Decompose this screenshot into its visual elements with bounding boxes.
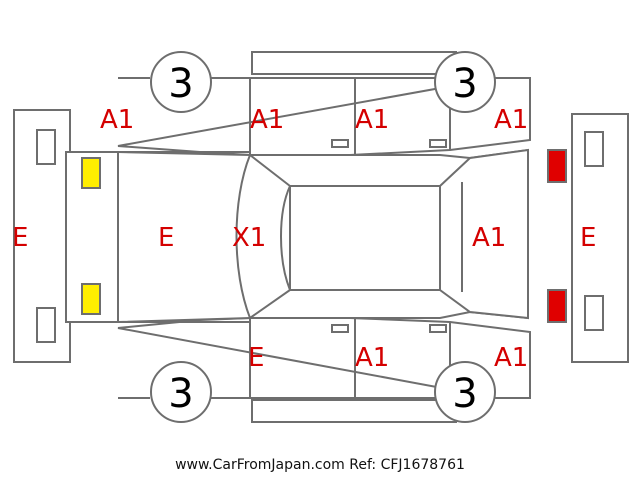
front-light-markers [81, 157, 101, 315]
front-left-light-marker [81, 157, 101, 189]
code-rear-left-door: A1 [355, 105, 389, 135]
front-right-light-marker [81, 283, 101, 315]
wheel-rear-left: 3 [434, 51, 496, 113]
code-rear-right-fender: A1 [494, 343, 528, 373]
wheel-rear-right: 3 [434, 361, 496, 423]
code-rear-right-door: A1 [355, 343, 389, 373]
wheel-front-right: 3 [150, 361, 212, 423]
rear-bumper [571, 113, 629, 363]
front-bumper [13, 109, 71, 363]
code-trunk: A1 [472, 223, 506, 253]
rear-right-light-marker [547, 289, 567, 323]
wheel-front-left-number: 3 [168, 61, 193, 107]
car-top-view [65, 148, 529, 323]
code-windshield: X1 [232, 223, 266, 253]
code-rear-left-fender: A1 [494, 105, 528, 135]
code-front-left-fender: A1 [100, 105, 134, 135]
code-front-right-door: E [248, 343, 264, 373]
wheel-rear-left-number: 3 [452, 61, 477, 107]
rear-left-light-marker [547, 149, 567, 183]
code-hood: E [158, 223, 174, 253]
wheel-front-left: 3 [150, 51, 212, 113]
right-side-sill [251, 399, 457, 423]
rear-light-markers [547, 149, 567, 323]
code-rear-bumper: E [580, 223, 596, 253]
code-front-left-door: A1 [250, 105, 284, 135]
reference-footer: www.CarFromJapan.com Ref: CFJ1678761 [175, 457, 465, 473]
wheel-rear-right-number: 3 [452, 371, 477, 417]
left-side-sill [251, 51, 457, 75]
wheel-front-right-number: 3 [168, 371, 193, 417]
code-front-bumper: E [12, 223, 28, 253]
